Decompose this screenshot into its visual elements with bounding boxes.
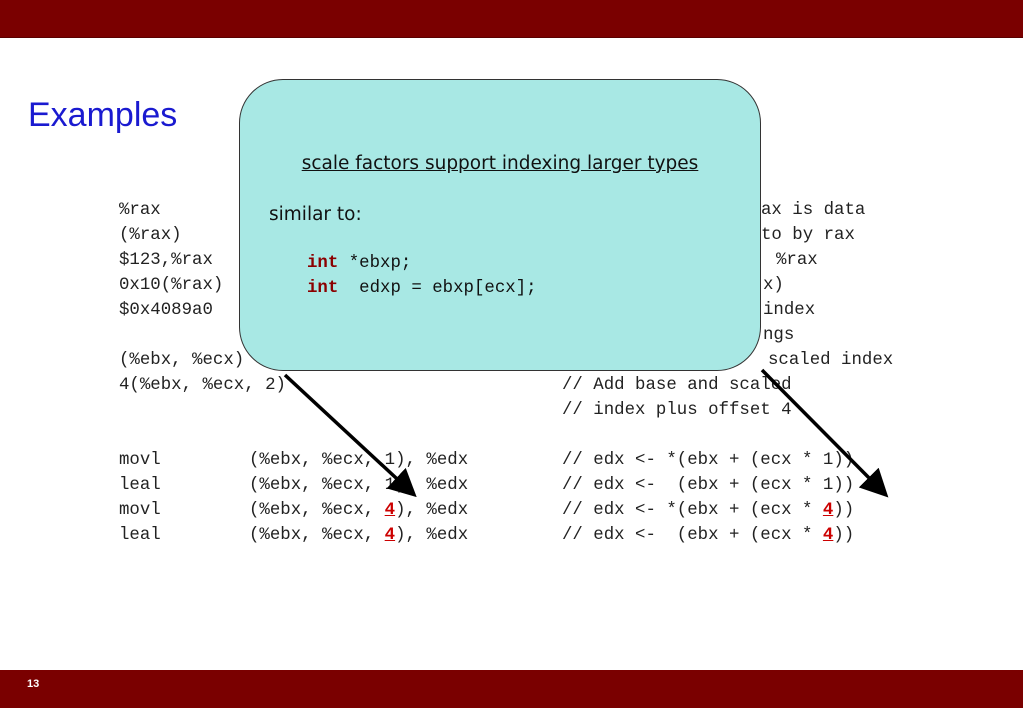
callout-heading: scale factors support indexing larger ty… <box>301 153 699 174</box>
keyword-int: int <box>307 254 339 273</box>
operand-text: (%ebx, %ecx, <box>249 451 385 470</box>
instruction-comment: // edx <- (ebx + (ecx * 1)) <box>562 473 854 498</box>
scale-factor: 4 <box>384 501 396 520</box>
comment-text: // edx <- *(ebx + (ecx * <box>562 451 823 470</box>
slide-title: Examples <box>28 96 178 134</box>
scale-factor: 1 <box>822 476 834 495</box>
instruction-comment: // edx <- *(ebx + (ecx * 4)) <box>562 498 854 523</box>
code-comment: // index plus offset 4 <box>562 401 792 420</box>
comment-text: // edx <- *(ebx + (ecx * <box>562 501 823 520</box>
operand-text: ), %edx <box>395 501 469 520</box>
comment-text: // edx <- (ebx + (ecx * <box>562 526 823 545</box>
code-comment: index <box>763 301 816 320</box>
code-operand: (%ebx, %ecx) <box>119 351 245 370</box>
comment-text: // edx <- (ebx + (ecx * <box>562 476 823 495</box>
code-comment: scaled index <box>768 351 894 370</box>
code-comment: ngs <box>763 326 795 345</box>
code-text: edxp = ebxp[ecx]; <box>338 279 537 298</box>
header-bar <box>0 0 1023 37</box>
comment-text: )) <box>833 501 855 520</box>
scale-factor: 4 <box>822 501 834 520</box>
code-operand: $0x4089a0 <box>119 301 213 320</box>
page-number: 13 <box>27 678 40 690</box>
comment-text: )) <box>833 451 855 470</box>
instruction-opcode: leal <box>119 526 161 545</box>
code-comment: // Add base and scaled <box>562 376 792 395</box>
scale-factor: 4 <box>822 526 834 545</box>
instruction-operands: (%ebx, %ecx, 1), %edx <box>249 448 468 473</box>
instruction-opcode: movl <box>119 451 161 470</box>
operand-text: ), %edx <box>395 526 469 545</box>
operand-text: ), %edx <box>395 451 469 470</box>
code-text: *ebxp; <box>338 254 412 273</box>
code-comment: x) <box>763 276 784 295</box>
callout-code-line: int *ebxp; <box>307 254 411 273</box>
operand-text: (%ebx, %ecx, <box>249 501 385 520</box>
operand-text: ), %edx <box>395 476 469 495</box>
code-comment: %rax <box>776 251 818 270</box>
callout-subheading: similar to: <box>269 204 362 225</box>
scale-factor: 4 <box>384 526 396 545</box>
callout-code-line: int edxp = ebxp[ecx]; <box>307 279 537 298</box>
instruction-opcode: leal <box>119 476 161 495</box>
operand-text: (%ebx, %ecx, <box>249 526 385 545</box>
callout-box: scale factors support indexing larger ty… <box>239 79 761 371</box>
header-divider <box>0 37 1023 38</box>
footer-bar <box>0 670 1023 708</box>
code-comment: ax is data <box>761 201 866 220</box>
keyword-int: int <box>307 279 339 298</box>
operand-text: (%ebx, %ecx, <box>249 476 385 495</box>
code-comment: to by rax <box>761 226 855 245</box>
instruction-operands: (%ebx, %ecx, 4), %edx <box>249 523 468 548</box>
comment-text: )) <box>833 526 855 545</box>
code-operand: (%rax) <box>119 226 182 245</box>
instruction-comment: // edx <- (ebx + (ecx * 4)) <box>562 523 854 548</box>
instruction-opcode: movl <box>119 501 161 520</box>
code-operand: 4(%ebx, %ecx, 2) <box>119 376 286 395</box>
scale-factor: 1 <box>822 451 834 470</box>
code-operand: $123,%rax <box>119 251 213 270</box>
instruction-operands: (%ebx, %ecx, 4), %edx <box>249 498 468 523</box>
scale-factor: 1 <box>384 451 396 470</box>
instruction-comment: // edx <- *(ebx + (ecx * 1)) <box>562 448 854 473</box>
scale-factor: 1 <box>384 476 396 495</box>
comment-text: )) <box>833 476 855 495</box>
code-operand: 0x10(%rax) <box>119 276 224 295</box>
instruction-operands: (%ebx, %ecx, 1), %edx <box>249 473 468 498</box>
code-operand: %rax <box>119 201 161 220</box>
